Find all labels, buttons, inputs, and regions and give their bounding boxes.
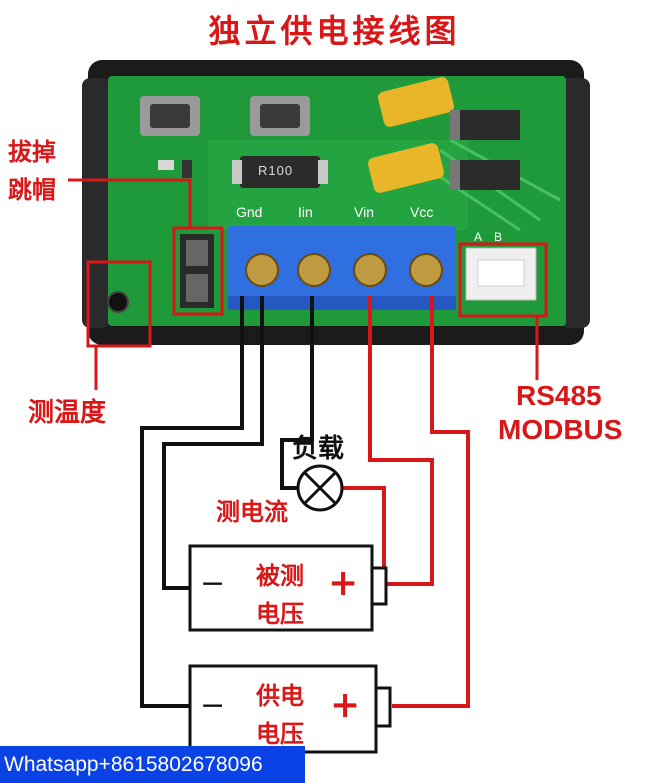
resistor-marking: R100 [258,163,294,178]
gnd-wire-to-supply [140,296,244,708]
battery1-label-line1: 被测 [256,561,304,590]
modbus-label: MODBUS [498,414,623,445]
temperature-sensor [107,291,129,313]
connector-pin-a: A [474,230,483,244]
terminal-label-vcc: Vcc [410,204,434,220]
terminal-label-iin: Iin [298,204,313,220]
battery2-positive-sign: + [330,684,361,726]
shunt-resistor [240,156,320,188]
rs485-label: RS485 [516,380,602,411]
battery2-label-line1: 供电 [256,681,304,710]
battery2-negative-sign: − [200,688,226,723]
screw-terminals [245,253,443,287]
capacitor-2 [367,143,445,193]
terminal-label-gnd: Gnd [236,204,263,220]
diode-2 [450,160,520,190]
battery2-label-line2: 电压 [256,719,304,748]
contact-watermark: Whatsapp+8615802678096 [0,746,305,783]
connector-pin-b: B [494,230,503,244]
remove-jumper-label-line1: 拔掉 [8,137,56,166]
iin-wire-to-load [280,296,314,490]
temp-sensor-highlight-box [86,260,152,348]
battery1-negative-sign: − [200,566,226,601]
diode-1 [450,110,520,140]
battery1-positive-sign: + [328,562,359,604]
diagram-title: 独立供电接线图 [208,12,461,50]
load-lamp-symbol [296,464,344,512]
gnd-wire-to-measured [162,296,264,590]
jumper-leader-line [68,178,192,228]
battery-measured-voltage [188,544,388,632]
capacitor-1 [377,77,455,127]
temperature-label: 测温度 [28,398,107,428]
battery1-label-line2: 电压 [256,599,304,628]
remove-jumper-label-line2: 跳帽 [8,175,56,204]
terminal-label-vin: Vin [354,204,374,220]
rs485-highlight-box [458,242,548,318]
terminal-block [228,226,456,310]
load-label: 负载 [292,434,345,464]
vcc-wire [392,296,470,708]
jumper-highlight-box [172,226,224,316]
battery-supply-voltage [188,664,392,754]
load-to-measured-positive [342,486,386,586]
current-measure-label: 测电流 [216,497,288,526]
vin-wire [368,296,434,586]
